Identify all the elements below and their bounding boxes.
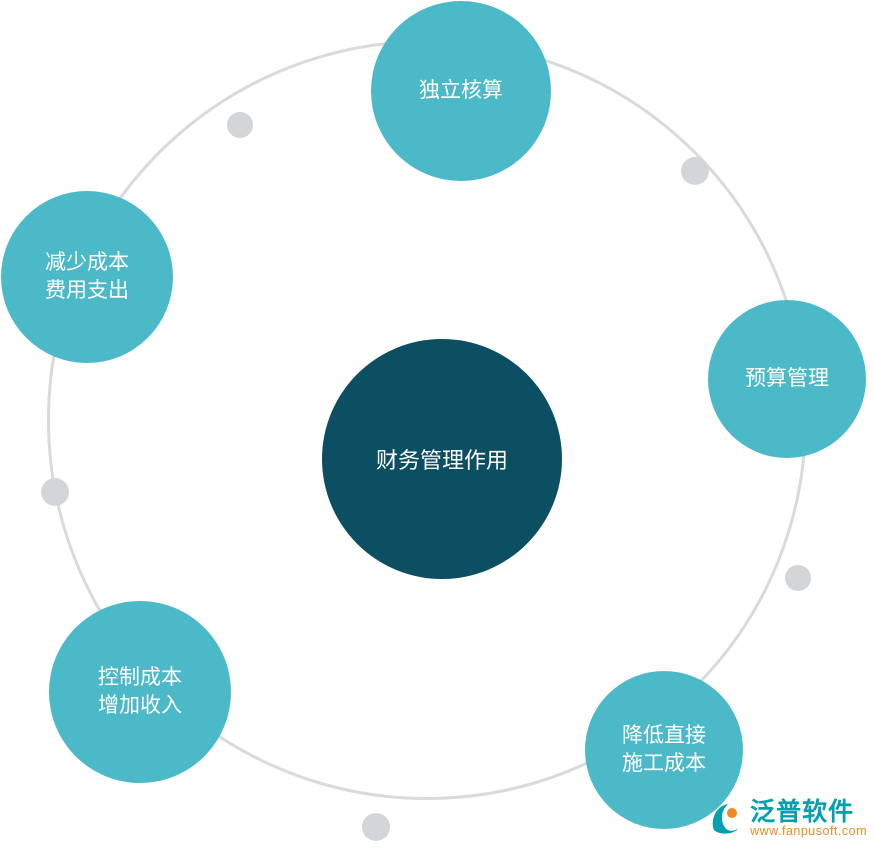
- center-node[interactable]: 财务管理作用: [322, 339, 562, 579]
- watermark-url: www.fanpusoft.com: [750, 823, 867, 838]
- connector-dot-5: [41, 478, 69, 506]
- node-independent-accounting[interactable]: 独立核算: [371, 1, 551, 181]
- node-label: 控制成本 增加收入: [98, 666, 182, 717]
- node-label: 减少成本 费用支出: [45, 251, 129, 302]
- node-label: 独立核算: [419, 79, 503, 103]
- node-budget-management[interactable]: 预算管理: [708, 300, 866, 458]
- node-control-cost-increase-income[interactable]: 控制成本 增加收入: [49, 601, 231, 783]
- watermark: 泛普软件 www.fanpusoft.com: [708, 797, 867, 838]
- node-label: 预算管理: [745, 367, 829, 391]
- center-node-label: 财务管理作用: [375, 448, 508, 473]
- connector-dot-1: [227, 112, 253, 138]
- connector-dot-2: [681, 157, 709, 185]
- brand-logo-icon: [708, 800, 744, 836]
- node-reduce-direct-construction-cost[interactable]: 降低直接 施工成本: [585, 671, 743, 829]
- connector-dot-4: [362, 813, 390, 841]
- node-reduce-cost-expenditure[interactable]: 减少成本 费用支出: [1, 191, 173, 363]
- watermark-text: 泛普软件 www.fanpusoft.com: [750, 797, 867, 838]
- node-label: 降低直接 施工成本: [622, 724, 706, 775]
- connector-dot-3: [785, 565, 811, 591]
- watermark-brand: 泛普软件: [750, 797, 855, 826]
